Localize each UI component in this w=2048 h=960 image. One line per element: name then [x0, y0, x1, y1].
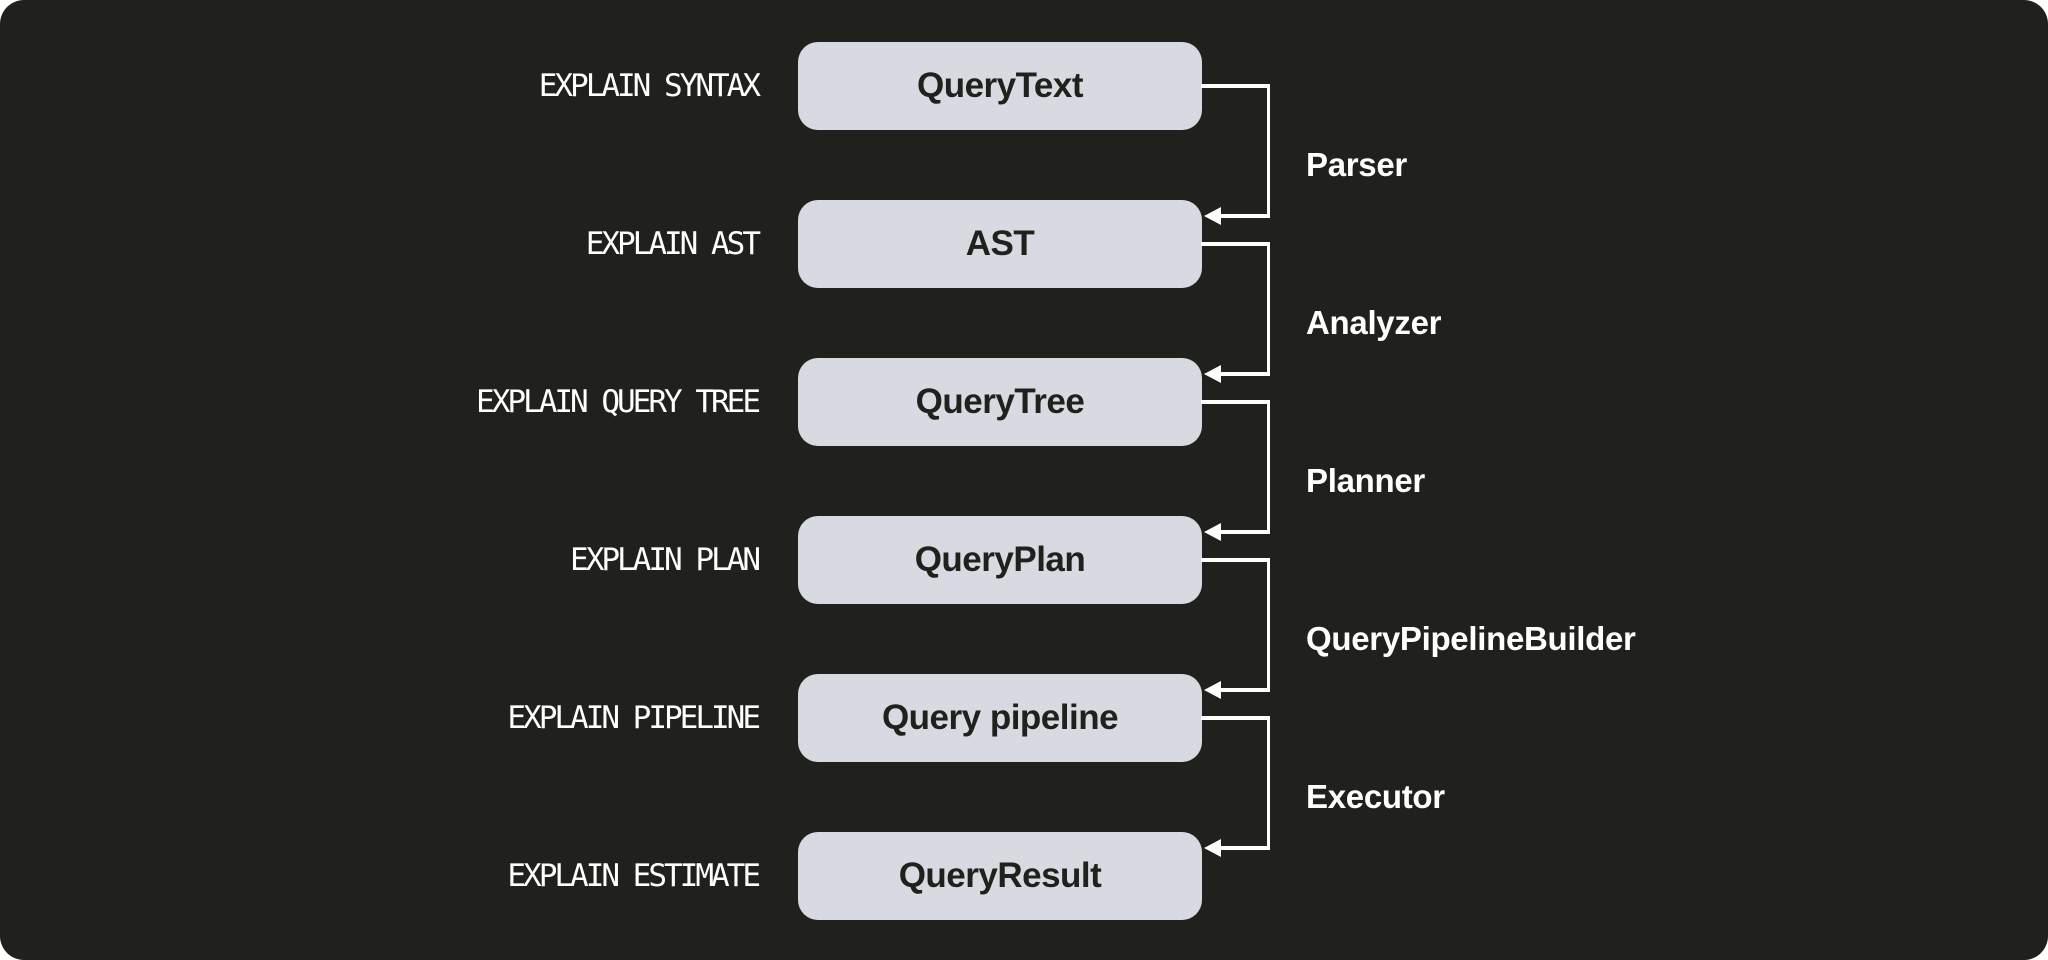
connector-querypipelinebuilder-exit-line — [1201, 558, 1270, 562]
connector-analyzer-vertical-line — [1266, 242, 1270, 377]
arrowhead-left-icon — [1204, 681, 1221, 699]
stage-label-queryplan: QueryPlan — [914, 540, 1086, 579]
stage-label-querytree: QueryTree — [915, 382, 1085, 421]
connector-planner-vertical-line — [1266, 400, 1270, 535]
connector-querypipelinebuilder-entry-line — [1219, 688, 1270, 692]
connector-planner-entry-line — [1219, 530, 1270, 534]
connector-executor-exit-line — [1201, 716, 1270, 720]
transition-label-analyzer: Analyzer — [1306, 304, 1442, 341]
connector-parser-entry-line — [1219, 214, 1270, 218]
stage-box-queryplan: QueryPlan — [798, 516, 1202, 604]
explain-command-query-tree: EXPLAIN QUERY TREE — [476, 384, 761, 420]
arrowhead-left-icon — [1204, 365, 1221, 383]
stage-label-ast: AST — [965, 224, 1035, 263]
connector-executor-entry-line — [1219, 846, 1270, 850]
explain-command-ast: EXPLAIN AST — [585, 226, 761, 262]
arrowhead-left-icon — [1204, 523, 1221, 541]
connector-analyzer-entry-line — [1219, 372, 1270, 376]
stage-box-queryresult: QueryResult — [798, 832, 1202, 920]
connector-parser-vertical-line — [1266, 84, 1270, 219]
transition-label-executor: Executor — [1306, 778, 1445, 815]
connector-executor-vertical-line — [1266, 716, 1270, 851]
connector-querypipelinebuilder-vertical-line — [1266, 558, 1270, 693]
stage-box-querytext: QueryText — [798, 42, 1202, 130]
stage-box-query-pipeline: Query pipeline — [798, 674, 1202, 762]
transition-label-parser: Parser — [1306, 146, 1407, 183]
explain-command-syntax: EXPLAIN SYNTAX — [538, 68, 761, 104]
connector-planner-exit-line — [1201, 400, 1270, 404]
transition-label-planner: Planner — [1306, 462, 1425, 499]
explain-command-plan: EXPLAIN PLAN — [570, 542, 761, 578]
stage-label-querytext: QueryText — [916, 66, 1084, 105]
arrowhead-left-icon — [1204, 839, 1221, 857]
connector-parser-exit-line — [1201, 84, 1270, 88]
connector-analyzer-exit-line — [1201, 242, 1270, 246]
stage-box-ast: AST — [798, 200, 1202, 288]
explain-command-estimate: EXPLAIN ESTIMATE — [507, 858, 761, 894]
explain-command-pipeline: EXPLAIN PIPELINE — [507, 700, 761, 736]
stage-label-query-pipeline: Query pipeline — [881, 698, 1119, 737]
stage-box-querytree: QueryTree — [798, 358, 1202, 446]
stage-label-queryresult: QueryResult — [898, 856, 1102, 895]
arrowhead-left-icon — [1204, 207, 1221, 225]
transition-label-querypipelinebuilder: QueryPipelineBuilder — [1306, 620, 1636, 657]
